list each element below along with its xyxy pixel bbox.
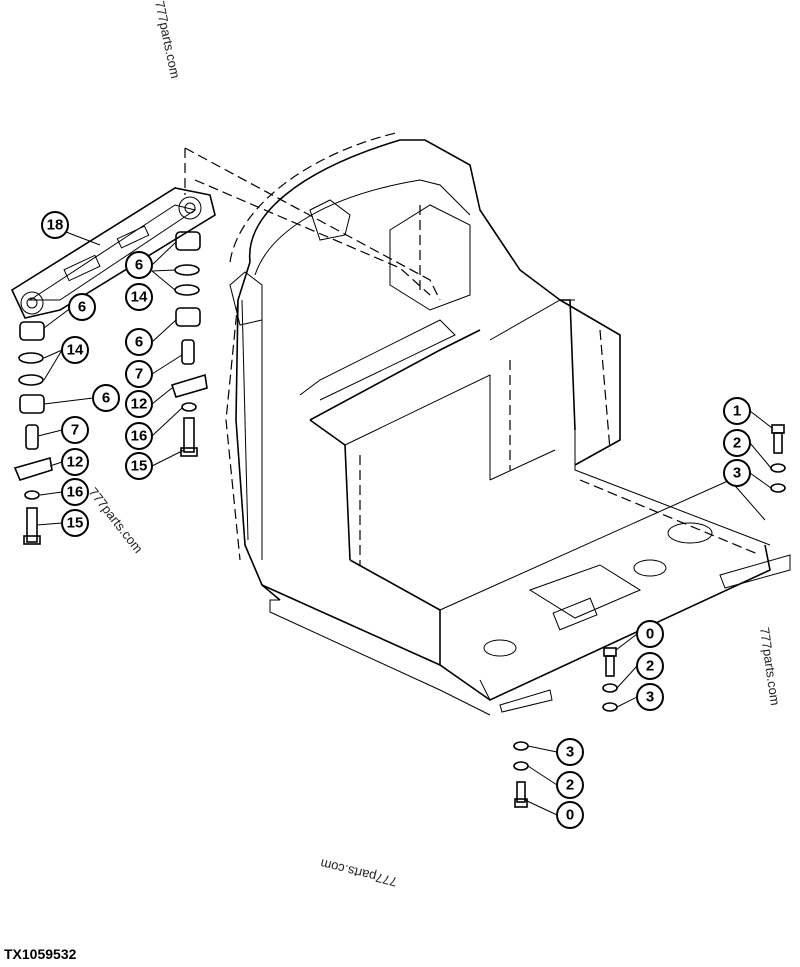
- svg-text:14: 14: [67, 342, 84, 359]
- isolator-mount-plate: [10, 187, 216, 319]
- callout-7: 7: [61, 416, 89, 444]
- svg-text:16: 16: [67, 484, 84, 501]
- callout-6: 6: [125, 328, 153, 356]
- svg-text:6: 6: [135, 257, 143, 274]
- svg-text:7: 7: [135, 366, 143, 383]
- callout-2: 2: [556, 771, 584, 799]
- svg-text:12: 12: [131, 396, 148, 413]
- callout-6: 6: [68, 293, 96, 321]
- svg-text:2: 2: [566, 777, 574, 794]
- callout-6: 6: [92, 384, 120, 412]
- callout-6: 6: [125, 251, 153, 279]
- svg-text:16: 16: [131, 428, 148, 445]
- svg-text:14: 14: [131, 289, 148, 306]
- svg-text:6: 6: [102, 390, 110, 407]
- callout-18: 18: [41, 211, 69, 239]
- svg-text:0: 0: [566, 807, 574, 824]
- callout-16: 16: [125, 422, 153, 450]
- phantom-lines: [184, 131, 761, 565]
- callout-1: 1: [723, 397, 751, 425]
- callout-14: 14: [125, 283, 153, 311]
- callout-3: 3: [556, 738, 584, 766]
- figure-id: TX1059532: [4, 946, 77, 962]
- svg-text:3: 3: [733, 465, 741, 482]
- callout-14: 14: [61, 336, 89, 364]
- svg-text:15: 15: [131, 458, 148, 475]
- svg-text:2: 2: [733, 435, 741, 452]
- left-hardware-stack: [13, 321, 53, 545]
- watermark: 777parts.com: [319, 856, 399, 890]
- callout-7: 7: [125, 360, 153, 388]
- svg-text:18: 18: [47, 217, 64, 234]
- callout-15: 15: [125, 452, 153, 480]
- front-fasteners-lower: [513, 741, 529, 808]
- svg-text:7: 7: [71, 422, 79, 439]
- leader-lines: [36, 231, 773, 816]
- callout-15: 15: [61, 509, 89, 537]
- svg-text:0: 0: [646, 626, 654, 643]
- callout-16: 16: [61, 478, 89, 506]
- svg-text:12: 12: [67, 454, 84, 471]
- svg-text:6: 6: [135, 334, 143, 351]
- watermark: 777parts.com: [757, 626, 783, 706]
- callout-2: 2: [723, 429, 751, 457]
- right-side-fasteners: [770, 424, 786, 493]
- svg-text:3: 3: [566, 744, 574, 761]
- svg-text:1: 1: [733, 403, 741, 420]
- callout-2: 2: [636, 652, 664, 680]
- front-fasteners-upper: [602, 647, 618, 712]
- watermark: 777parts.com: [152, 0, 183, 80]
- right-hardware-stack: [170, 231, 208, 457]
- callout-3: 3: [636, 683, 664, 711]
- watermark: 777parts.com: [86, 485, 146, 556]
- callout-0: 0: [636, 620, 664, 648]
- svg-text:3: 3: [646, 689, 654, 706]
- callout-0: 0: [556, 801, 584, 829]
- svg-text:2: 2: [646, 658, 654, 675]
- callout-12: 12: [61, 448, 89, 476]
- svg-text:15: 15: [67, 515, 84, 532]
- svg-text:6: 6: [78, 299, 86, 316]
- cab-frame: [229, 139, 791, 716]
- callout-12: 12: [125, 390, 153, 418]
- callout-3: 3: [723, 459, 751, 487]
